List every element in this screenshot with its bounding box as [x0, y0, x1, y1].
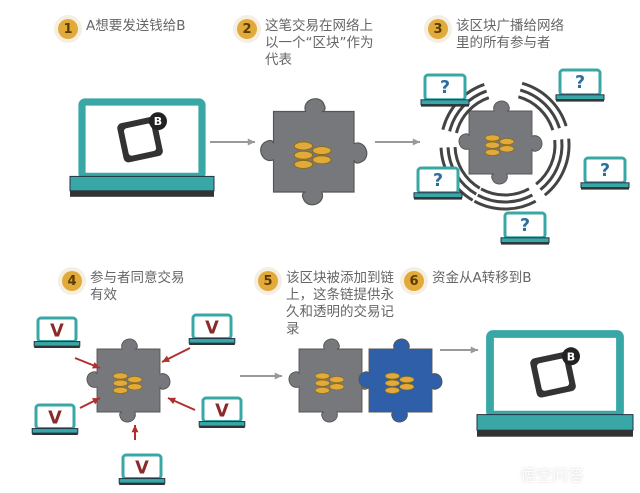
step-text: 这笔交易在网络上以一个“区块”作为代表	[265, 18, 374, 68]
validator-laptop: V	[31, 403, 79, 436]
coin-icon	[484, 134, 500, 142]
coin-icon	[293, 159, 314, 169]
coin-icon	[314, 372, 330, 380]
coin-icon	[484, 148, 500, 156]
check-icon: V	[50, 321, 64, 341]
step-5: 5 该区块被添加到链上，这条链提供永久和透明的交易记录	[258, 270, 408, 338]
check-icon: V	[215, 401, 229, 421]
check-icon: V	[48, 408, 62, 428]
coin-icon	[127, 376, 143, 384]
step-3: 3 该区块广播给网络里的所有参与者	[428, 18, 578, 52]
arrow-icon	[210, 138, 255, 146]
step-text: 资金从A转移到B	[432, 270, 532, 286]
validator-laptop: V	[198, 396, 246, 429]
arrow-icon	[131, 425, 139, 440]
coin-icon	[399, 383, 415, 391]
coin-icon	[112, 379, 128, 387]
block-puzzle-piece	[260, 98, 368, 206]
bitcoin-icon	[562, 347, 580, 366]
coin-icon	[314, 379, 330, 387]
validator-laptop: V	[188, 313, 236, 346]
coin-icon	[314, 386, 330, 394]
laptop-receiver: B	[476, 330, 634, 437]
arrow-icon	[375, 138, 420, 146]
coin-icon	[312, 155, 332, 165]
arrow-icon	[79, 397, 101, 409]
validated-block-puzzle	[86, 338, 171, 423]
coin-icon	[384, 386, 400, 394]
step-2: 2 这笔交易在网络上以一个“区块”作为代表	[237, 18, 387, 69]
step-4: 4 参与者同意交易有效	[62, 270, 212, 304]
chain-block-blue	[358, 338, 443, 423]
coin-icon	[312, 146, 332, 156]
participant-laptop: ?	[500, 211, 550, 245]
coin-icon	[293, 150, 314, 160]
step-text: A想要发送钱给B	[86, 18, 186, 34]
participant-laptop: ?	[420, 73, 470, 107]
step-number: 5	[258, 271, 278, 291]
step-number: 1	[58, 19, 78, 39]
svg-text:B: B	[567, 350, 575, 363]
watermark: 悟空问答	[520, 466, 585, 485]
check-icon: V	[205, 318, 219, 338]
question-icon: ?	[433, 171, 443, 191]
coin-icon	[112, 372, 128, 380]
coin-icon	[112, 386, 128, 394]
svg-text:B: B	[154, 115, 162, 128]
validator-laptop: V	[118, 453, 166, 486]
broadcast-block-puzzle	[458, 100, 543, 185]
coin-icon	[384, 372, 400, 380]
step-6: 6 资金从A转移到B	[404, 270, 554, 291]
arrow-icon	[74, 357, 101, 369]
coin-icon	[399, 376, 415, 384]
signal-waves-icon	[517, 81, 568, 131]
validator-laptop: V	[33, 316, 81, 349]
participant-laptop: ?	[555, 68, 605, 102]
step-number: 3	[428, 19, 448, 39]
arrow-icon	[440, 346, 478, 354]
coin-icon	[329, 376, 345, 384]
coin-icon	[484, 141, 500, 149]
arrow-icon	[240, 372, 282, 380]
coin-icon	[499, 145, 515, 153]
chain-block-gray	[288, 338, 373, 423]
coin-icon	[293, 141, 314, 151]
laptop-sender: B	[69, 98, 215, 197]
coin-icon	[499, 138, 515, 146]
question-icon: ?	[600, 161, 610, 181]
question-icon: ?	[440, 78, 450, 98]
signal-waves-icon	[473, 187, 537, 211]
step-text: 参与者同意交易有效	[90, 270, 185, 303]
step-text: 该区块被添加到链上，这条链提供永久和透明的交易记录	[286, 270, 394, 337]
participant-laptop: ?	[413, 166, 463, 200]
check-icon: V	[135, 458, 149, 478]
step-number: 2	[237, 19, 257, 39]
arrow-icon	[161, 347, 191, 363]
signal-waves-icon	[535, 138, 571, 197]
step-number: 4	[62, 271, 82, 291]
coin-icon	[127, 383, 143, 391]
participant-laptop: ?	[580, 156, 630, 190]
bitcoin-icon	[149, 112, 167, 131]
arrow-icon	[167, 397, 196, 411]
coin-icon	[384, 379, 400, 387]
question-icon: ?	[575, 73, 585, 93]
question-icon: ?	[520, 216, 530, 236]
step-number: 6	[404, 271, 424, 291]
coin-icon	[329, 383, 345, 391]
step-1: 1 A想要发送钱给B	[58, 18, 228, 39]
step-text: 该区块广播给网络里的所有参与者	[456, 18, 564, 51]
